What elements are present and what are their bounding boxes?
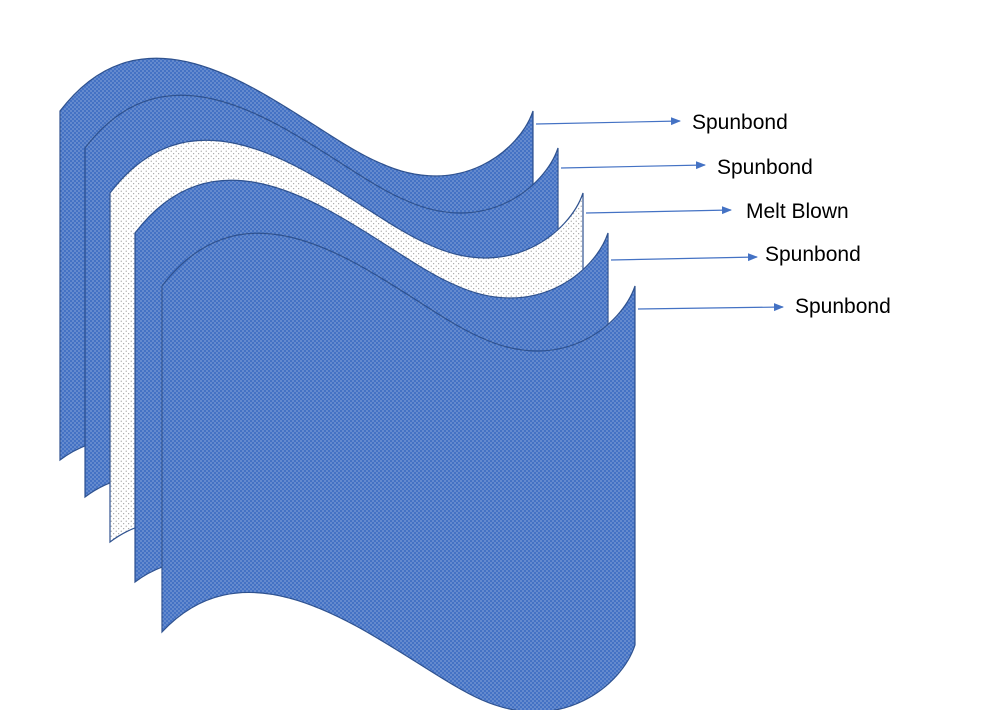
layer-1-label: Spunbond bbox=[692, 111, 788, 134]
arrow-layer-2 bbox=[560, 161, 706, 170]
layer-4-label: Spunbond bbox=[765, 243, 861, 266]
layer-3-label: Melt Blown bbox=[746, 200, 849, 223]
layer-2-label: Spunbond bbox=[717, 156, 813, 179]
arrow-layer-1 bbox=[535, 117, 681, 126]
layer-5-sheet bbox=[161, 232, 636, 710]
arrow-layer-4 bbox=[610, 253, 758, 262]
arrow-layer-5 bbox=[637, 303, 784, 312]
arrow-layer-3 bbox=[585, 206, 732, 215]
layer-5-label: Spunbond bbox=[795, 295, 891, 318]
